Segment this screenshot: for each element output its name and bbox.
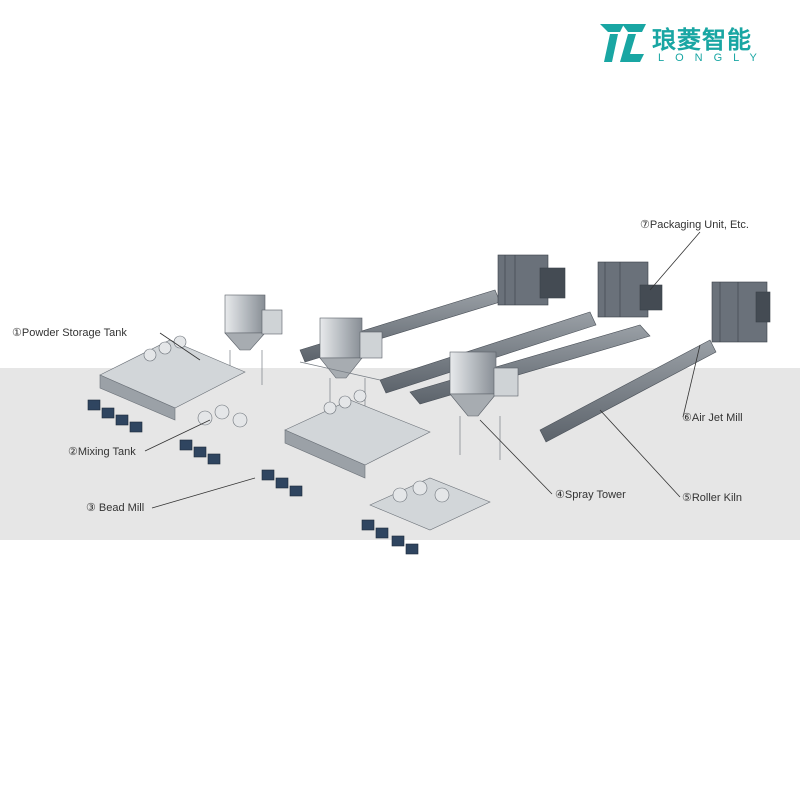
label-spray-tower: ④Spray Tower xyxy=(555,489,626,501)
label-air-jet-mill: ⑥Air Jet Mill xyxy=(682,412,743,424)
longly-logo-mark-icon xyxy=(600,24,646,62)
label-packaging-unit: ⑦Packaging Unit, Etc. xyxy=(640,219,749,231)
label-roller-kiln: ⑤Roller Kiln xyxy=(682,492,742,504)
packaging-and-jet-mill-structures xyxy=(497,254,771,343)
logo-brand-english: LONGLY xyxy=(658,52,768,64)
label-bead-mill: ③ Bead Mill xyxy=(86,502,145,514)
label-powder-storage-tank: ①Powder Storage Tank xyxy=(12,327,127,339)
longly-logo: 琅菱智能 LONGLY xyxy=(598,20,788,70)
powder-storage-and-mixing-platforms xyxy=(99,335,491,531)
leader-lines xyxy=(144,231,701,509)
bead-mill-group xyxy=(87,399,419,555)
spray-tower-group xyxy=(224,294,519,417)
label-mixing-tank: ②Mixing Tank xyxy=(68,446,136,458)
logo-brand-chinese: 琅菱智能 xyxy=(652,26,752,54)
